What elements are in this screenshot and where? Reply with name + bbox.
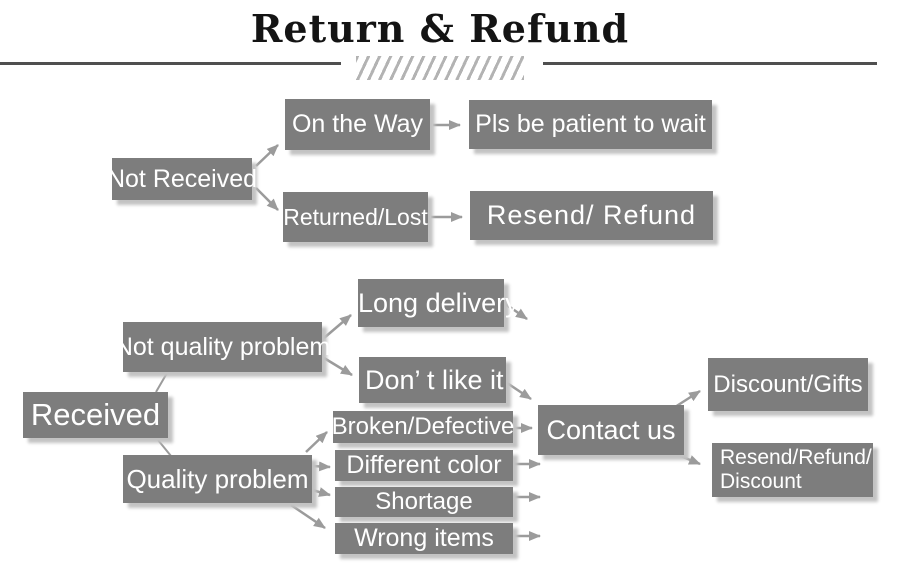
node-label: Contact us — [546, 414, 676, 445]
node-quality-problem: Quality problem — [123, 455, 312, 503]
node-resend-refund: Resend/ Refund — [470, 191, 713, 240]
node-label: On the Way — [291, 110, 424, 138]
node-contact-us: Contact us — [538, 405, 684, 455]
edge-notreceived-ontheway — [255, 144, 279, 167]
page-title: Return & Refund — [250, 6, 630, 51]
node-wrong-items: Wrong items — [335, 523, 513, 554]
node-label: Pls be patient to wait — [475, 110, 706, 138]
node-received: Received — [23, 392, 168, 438]
edge-quality-wrongitems — [290, 503, 326, 530]
node-pls-be-patient: Pls be patient to wait — [469, 100, 712, 149]
node-label: Quality problem — [126, 463, 309, 494]
node-label: Not Received — [106, 164, 258, 193]
node-returned-lost: Returned/Lost — [283, 192, 428, 242]
node-label: Returned/Lost — [283, 203, 428, 230]
node-long-delivery: Long delivery — [358, 279, 519, 327]
title-rule-left — [0, 62, 341, 65]
node-label: Don’ t like it — [365, 364, 504, 395]
edge-received-quality — [157, 439, 172, 457]
edge-quality-different — [311, 461, 331, 472]
hatch-stripes-icon — [356, 56, 524, 80]
title-rule-right — [543, 62, 877, 65]
node-dont-like-it: Don’ t like it — [359, 357, 506, 403]
edge-quality-broken — [305, 431, 328, 453]
node-label-line2: Discount — [720, 470, 802, 493]
node-label-line1: Resend/Refund/ — [720, 445, 872, 469]
node-not-quality-problem: Not quality problem — [115, 322, 330, 372]
node-shortage: Shortage — [335, 487, 513, 517]
edge-quality-shortage — [311, 487, 331, 497]
node-label: Not quality problem — [114, 332, 331, 361]
node-on-the-way: On the Way — [285, 99, 430, 150]
edge-received-notquality — [155, 372, 168, 393]
edge-notreceived-returnedlost — [255, 187, 279, 211]
node-not-received: Not Received — [107, 158, 257, 200]
node-label: Discount/Gifts — [713, 370, 863, 398]
node-different-color: Different color — [335, 450, 513, 481]
node-label: Different color — [346, 451, 502, 479]
node-discount-gifts: Discount/Gifts — [708, 358, 868, 411]
node-label: Wrong items — [354, 524, 494, 552]
node-label: Long delivery — [358, 287, 519, 318]
node-resend-refund-discount: Resend/Refund/ Discount — [712, 443, 873, 497]
node-label: Broken/Defective — [331, 413, 515, 440]
node-label: Received — [30, 397, 161, 432]
node-label: Resend/ Refund — [486, 200, 697, 230]
edge-dontlike-contactus — [506, 381, 532, 401]
node-label: Shortage — [375, 488, 473, 515]
node-broken-defective: Broken/Defective — [331, 411, 515, 443]
